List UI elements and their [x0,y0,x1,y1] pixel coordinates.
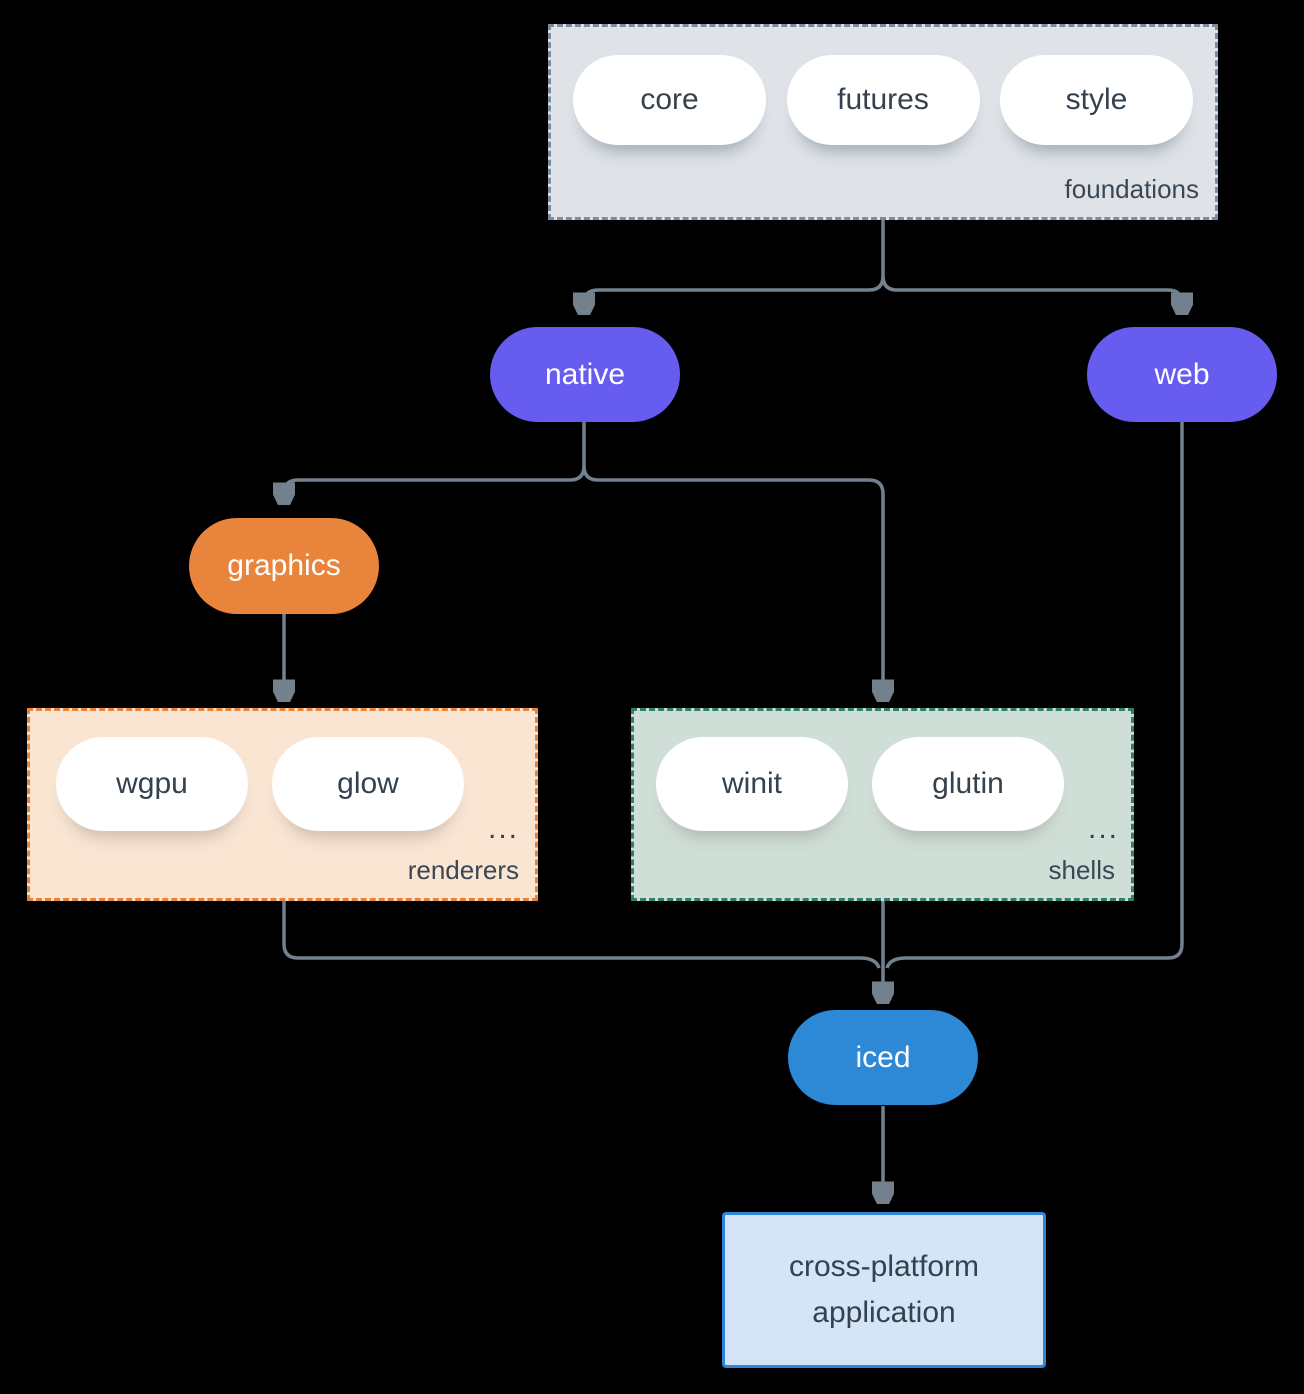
node-style: style [1000,55,1193,145]
edge-web-merge [885,422,1184,969]
node-web-label: web [1154,357,1210,391]
edge-foundations-to-web [881,275,1182,310]
node-core: core [573,55,766,145]
node-futures: futures [786,55,980,145]
edge-foundations-to-native [584,275,885,310]
edge-native-to-shells [582,465,883,697]
node-wgpu: wgpu [56,737,248,831]
foundations-group-label: foundations [1064,174,1199,204]
shells-group: winit glutin ... shells [631,708,1134,901]
renderers-group-label: renderers [407,855,519,885]
node-glow-label: glow [337,767,399,800]
node-web: web [1087,327,1277,422]
foundations-group: core futures style foundations [548,24,1218,220]
node-core-label: core [640,83,699,116]
node-winit-label: winit [721,767,782,800]
edge-renderers-merge [282,901,881,969]
renderers-ellipsis: ... [488,811,520,845]
cross-platform-application-box: cross-platform application [722,1212,1046,1368]
node-glutin-label: glutin [932,767,1004,800]
cross-platform-application-label: cross-platform application [788,1249,980,1330]
node-wgpu-label: wgpu [116,767,188,800]
node-winit: winit [656,737,848,831]
edge-native-to-graphics [284,465,586,500]
node-glow: glow [272,737,464,831]
node-graphics: graphics [189,518,379,614]
node-native: native [490,327,680,422]
node-graphics-label: graphics [227,549,341,582]
node-iced-label: iced [855,1040,911,1074]
shells-group-label: shells [1048,855,1115,885]
node-iced: iced [788,1010,978,1105]
node-glutin: glutin [872,737,1064,831]
shells-ellipsis: ... [1088,811,1120,845]
node-style-label: style [1065,83,1128,116]
node-futures-label: futures [837,83,929,116]
node-native-label: native [544,357,626,391]
renderers-group: wgpu glow ... renderers [27,708,538,901]
